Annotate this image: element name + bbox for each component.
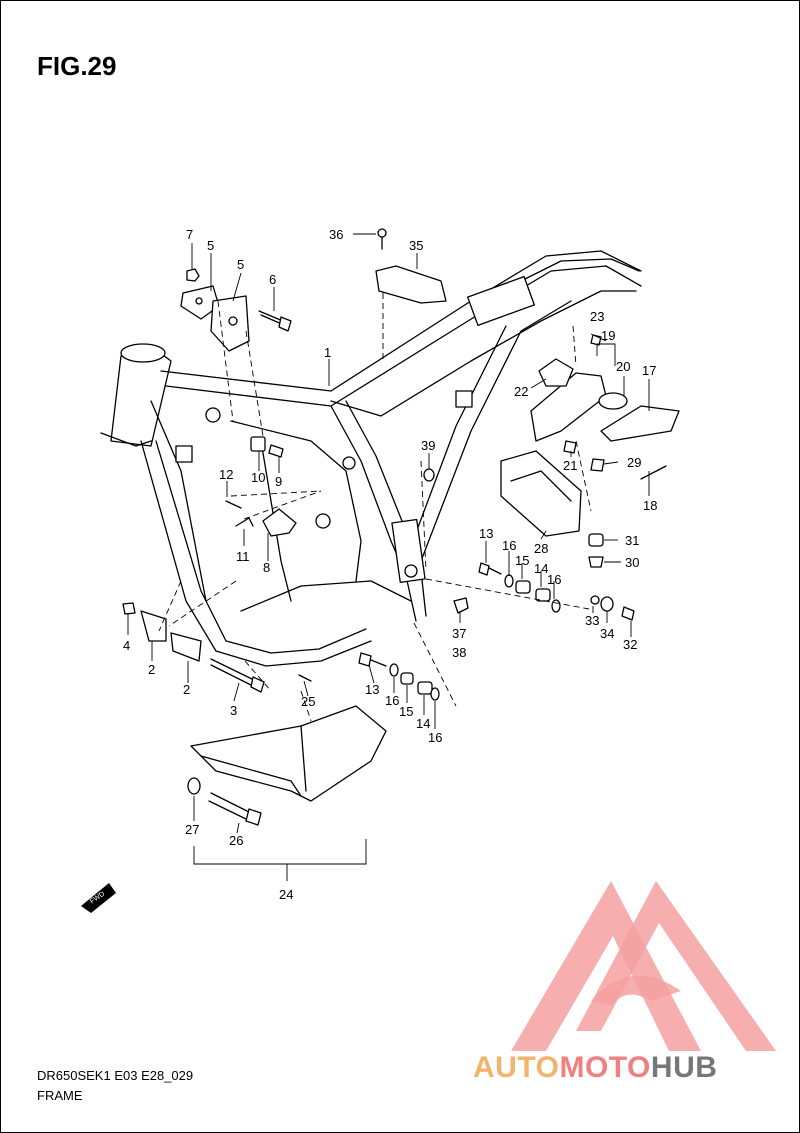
engine-mount-plates	[180, 285, 250, 352]
main-frame	[100, 250, 642, 667]
callout-2a: 2	[148, 662, 155, 677]
callout-29: 29	[627, 455, 641, 470]
callout-38: 38	[452, 645, 466, 660]
callout-14a: 14	[534, 561, 548, 576]
bolt-29	[590, 458, 605, 472]
bolt-9	[268, 444, 284, 458]
battery-box-28	[500, 450, 582, 537]
figure-title: FIG.29	[37, 51, 117, 81]
assembly-lines	[158, 293, 592, 722]
callout-16d: 16	[428, 730, 442, 745]
callout-31: 31	[625, 533, 639, 548]
callout-4: 4	[123, 638, 130, 653]
callout-1: 1	[324, 345, 331, 360]
callout-5b: 5	[237, 257, 244, 272]
callout-34: 34	[600, 626, 614, 641]
callout-35: 35	[409, 238, 423, 253]
callout-16c: 16	[385, 693, 399, 708]
bracket-8	[262, 508, 297, 537]
bracket-2a	[140, 610, 167, 642]
skid-plate	[190, 705, 387, 802]
bracket-2b	[170, 632, 202, 662]
watermark-hub: HUB	[650, 1051, 718, 1084]
callout-7: 7	[186, 227, 193, 242]
callout-26: 26	[229, 833, 243, 848]
callout-5a: 5	[207, 238, 214, 253]
bolt-21	[563, 440, 577, 454]
callout-6: 6	[269, 272, 276, 287]
callout-30: 30	[625, 555, 639, 570]
callout-18: 18	[643, 498, 657, 513]
callout-13a: 13	[479, 526, 493, 541]
nut-4	[122, 602, 136, 615]
bolt-26	[208, 792, 262, 826]
callout-3: 3	[230, 703, 237, 718]
callout-39: 39	[421, 438, 435, 453]
callout-22: 22	[514, 384, 528, 399]
callout-32: 32	[623, 637, 637, 652]
callout-2b: 2	[183, 682, 190, 697]
callout-16a: 16	[502, 538, 516, 553]
leader-lines	[127, 233, 650, 881]
callout-10: 10	[251, 470, 265, 485]
bolt-3	[210, 658, 265, 693]
clip-11	[235, 517, 254, 527]
screw-12	[225, 500, 242, 509]
duct-20	[530, 372, 607, 442]
bolt-6	[258, 310, 292, 332]
callout-12: 12	[219, 467, 233, 482]
washer-30	[588, 556, 604, 568]
callout-36: 36	[329, 227, 343, 242]
callout-23: 23	[590, 309, 604, 324]
callout-25: 25	[301, 694, 315, 709]
bolt-18	[640, 465, 667, 480]
washer-27	[187, 777, 201, 795]
callout-8: 8	[263, 560, 270, 575]
callout-13b: 13	[365, 682, 379, 697]
bracket-35	[375, 265, 447, 304]
pivot-parts-lower	[358, 652, 440, 701]
bracket-22	[538, 358, 574, 387]
diagram-name: FRAME	[37, 1088, 83, 1103]
cover-17	[600, 405, 680, 442]
cushion-31	[588, 533, 604, 547]
damper-39	[423, 468, 435, 482]
callout-21: 21	[563, 458, 577, 473]
callout-16b: 16	[547, 572, 561, 587]
nut-7	[186, 268, 200, 282]
fwd-arrow-icon: FWD	[81, 883, 116, 913]
callout-33: 33	[585, 613, 599, 628]
callout-27: 27	[185, 822, 199, 837]
callout-37: 37	[452, 626, 466, 641]
callout-20: 20	[616, 359, 630, 374]
callout-24: 24	[279, 887, 293, 902]
watermark-moto: MOTO	[559, 1051, 651, 1084]
diagram-code: DR650SEK1 E03 E28_029	[37, 1068, 194, 1083]
watermark-auto: AUTO	[473, 1051, 560, 1084]
callout-14b: 14	[416, 716, 430, 731]
callout-28: 28	[534, 541, 548, 556]
cap-37	[453, 597, 469, 614]
callout-labels: 7 5 5 6 36 35 1 23 19 20 17 22 39 21 29 …	[123, 227, 657, 902]
watermark-logo	[511, 881, 776, 1051]
collar-10	[250, 436, 266, 452]
callout-15a: 15	[515, 553, 529, 568]
watermark-brand: AUTOMOTOHUB	[473, 1051, 717, 1085]
callout-17: 17	[642, 363, 656, 378]
bolt-25	[298, 674, 312, 682]
callout-11: 11	[236, 549, 250, 564]
callout-19: 19	[601, 328, 615, 343]
callout-9: 9	[275, 474, 282, 489]
callout-15b: 15	[399, 704, 413, 719]
